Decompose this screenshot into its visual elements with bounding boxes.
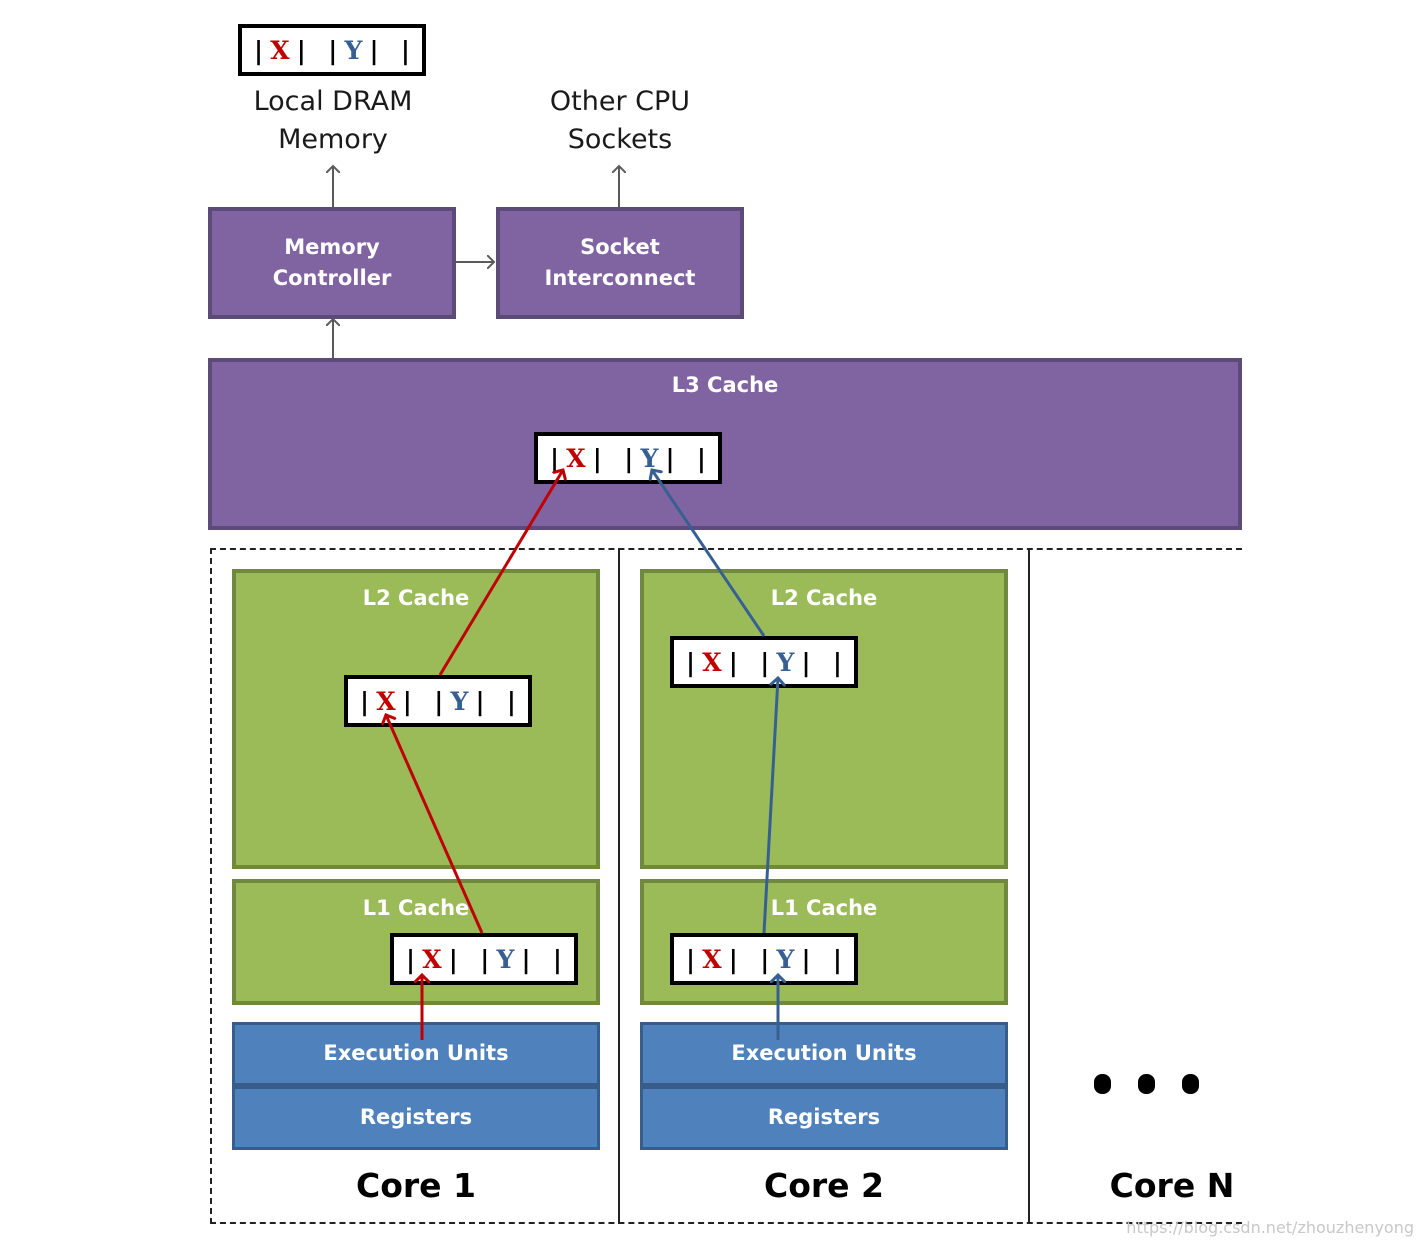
- core-divider-1: [618, 548, 620, 1224]
- ellipsis-dot: [1138, 1074, 1155, 1094]
- core1-label: Core 1: [356, 1166, 476, 1205]
- ellipsis-dot: [1094, 1074, 1111, 1094]
- l3-cache-label: L3 Cache: [671, 373, 779, 397]
- ellipsis-dot: [1182, 1074, 1199, 1094]
- dram-cache-line: |X||Y||: [238, 24, 426, 76]
- core-divider-2: [1028, 548, 1030, 1224]
- watermark: https://blog.csdn.net/zhouzhenyong: [1126, 1218, 1414, 1237]
- core2-l2-cache: L2 Cache: [640, 569, 1008, 869]
- core2-execution-units: Execution Units: [640, 1022, 1008, 1086]
- core1-registers: Registers: [232, 1086, 600, 1150]
- coren-label: Core N: [1109, 1166, 1235, 1205]
- core2-l2-cache-line: |X||Y||: [670, 636, 858, 688]
- core2-registers: Registers: [640, 1086, 1008, 1150]
- other-cpu-label: Other CPU Sockets: [549, 86, 691, 156]
- core2-l1-cache-line: |X||Y||: [670, 933, 858, 985]
- l3-cache-box: L3 Cache: [208, 358, 1242, 530]
- l3-cache-line: |X||Y||: [534, 432, 722, 484]
- socket-interconnect-box: Socket Interconnect: [496, 207, 744, 319]
- core1-execution-units: Execution Units: [232, 1022, 600, 1086]
- core1-l2-cache-line: |X||Y||: [344, 675, 532, 727]
- memory-controller-box: Memory Controller: [208, 207, 456, 319]
- local-dram-label: Local DRAM Memory: [253, 86, 413, 156]
- core1-l1-cache-line: |X||Y||: [390, 933, 578, 985]
- core2-label: Core 2: [764, 1166, 884, 1205]
- y-value: Y: [344, 35, 363, 65]
- x-value: X: [270, 35, 290, 65]
